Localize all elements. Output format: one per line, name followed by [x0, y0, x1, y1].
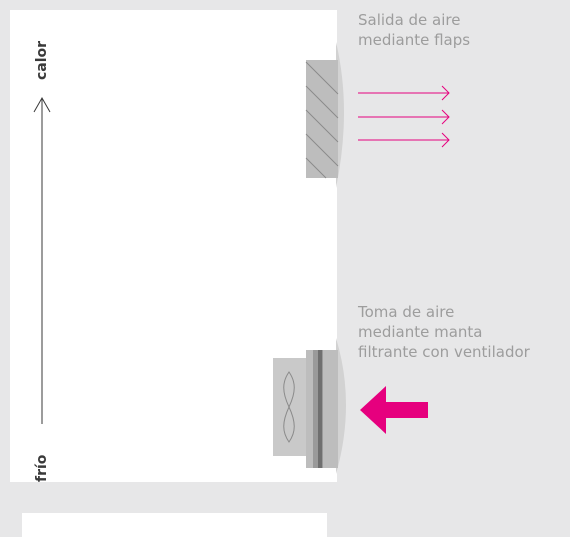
inlet-label-line-2: mediante manta	[358, 323, 483, 341]
inlet-label-line-3: filtrante con ventilador	[358, 343, 530, 361]
inlet-label-line-1: Toma de aire	[358, 303, 455, 321]
filter-mat-core	[318, 350, 322, 468]
outlet-arrow-3	[358, 132, 450, 148]
cabinet-base	[22, 513, 327, 537]
axis-label-hot: calor	[34, 40, 50, 80]
axis-label-cold: frío	[34, 454, 50, 482]
inlet-label: Toma de aire mediante manta filtrante co…	[358, 302, 530, 362]
temperature-axis-arrowhead	[33, 96, 51, 113]
outlet-flap-slats	[305, 61, 339, 179]
outlet-arrow-2	[358, 109, 450, 125]
fan-icon	[283, 371, 295, 443]
inlet-filter-cover	[336, 338, 346, 474]
inlet-arrow	[360, 386, 428, 434]
outlet-label-line-2: mediante flaps	[358, 31, 471, 49]
outlet-arrow-1	[358, 85, 450, 101]
outlet-label-line-1: Salida de aire	[358, 11, 461, 29]
outlet-flap-panel	[306, 60, 338, 178]
outlet-label: Salida de aire mediante flaps	[358, 10, 470, 50]
